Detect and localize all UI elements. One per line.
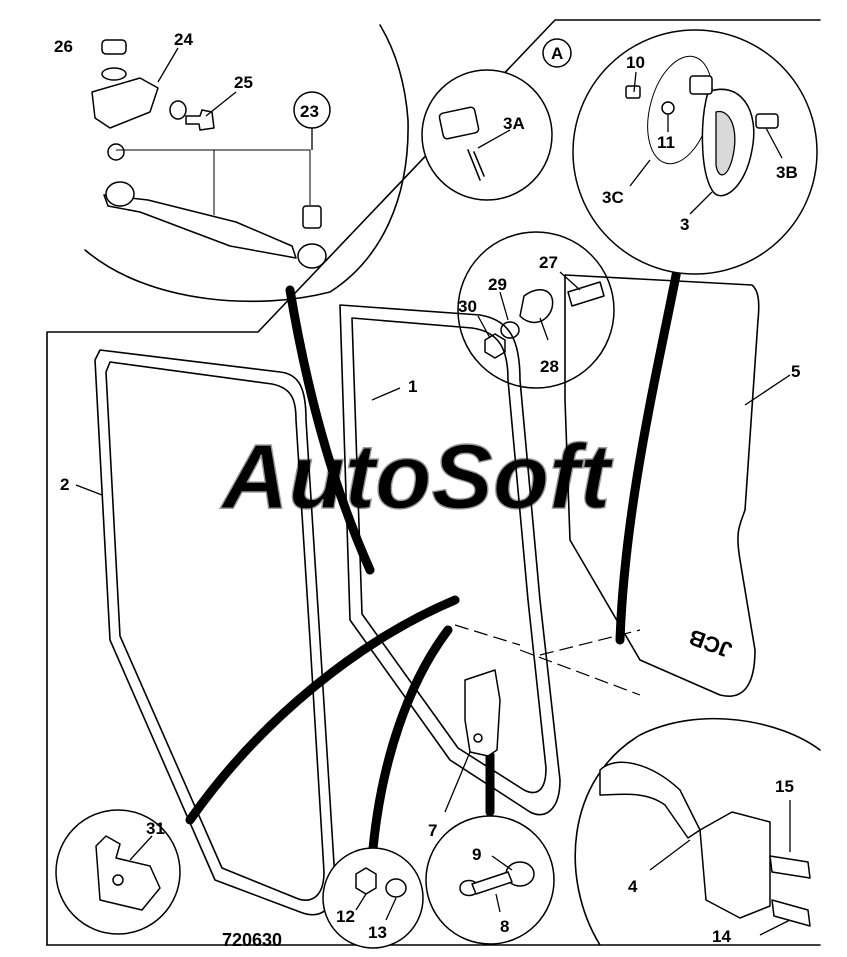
nut-12	[355, 867, 377, 895]
detail-key	[421, 69, 553, 201]
clip-28	[519, 289, 554, 324]
callout-27: 27	[539, 253, 558, 272]
callout-26: 26	[54, 37, 73, 56]
callout-31: 31	[146, 819, 165, 838]
callout-3: 3	[680, 215, 689, 234]
handle-housing	[699, 811, 771, 919]
handle-4	[599, 761, 701, 839]
callout-12: 12	[336, 907, 355, 926]
screw-15	[769, 855, 811, 879]
callout-11: 11	[657, 133, 675, 152]
callout-8: 8	[500, 917, 509, 936]
callout-9: 9	[472, 845, 481, 864]
screw-10	[625, 85, 641, 99]
barrel-3B	[755, 113, 779, 129]
callout-23: 23	[300, 102, 319, 121]
bolt-27	[567, 281, 605, 307]
latch-bracket-7	[444, 669, 501, 813]
callout-13: 13	[368, 923, 387, 942]
detail-handle	[574, 717, 821, 946]
door-frame-1	[339, 304, 561, 816]
callout-24: 24	[174, 30, 193, 49]
bolt-8	[471, 871, 513, 895]
explode-lines	[454, 624, 641, 696]
callout-3c: 3C	[602, 188, 624, 207]
glass-logo: JCB	[685, 624, 735, 663]
washer-26	[101, 67, 127, 81]
detail-gas-strut	[84, 24, 409, 303]
callout-25: 25	[234, 73, 253, 92]
detail-hinge-bolt	[457, 231, 615, 389]
callout-3b: 3B	[776, 163, 798, 182]
callout-1: 1	[408, 377, 417, 396]
view-a-marker	[542, 38, 572, 68]
watermark: AutoSoft	[220, 426, 614, 528]
washer-13	[385, 878, 407, 898]
bracket-24	[91, 77, 159, 129]
nut-26	[101, 39, 127, 55]
callout-30: 30	[458, 297, 477, 316]
callout-4: 4	[628, 877, 638, 896]
callout-3a: 3A	[503, 114, 525, 133]
border-frame	[46, 19, 821, 946]
detail-lock-view-a	[542, 29, 818, 275]
drawing-number: 720630	[222, 930, 282, 950]
latch-31	[95, 835, 161, 911]
callout-labels: 1 2 3 3A 3B 3C 4 5 7 8 9 10 11 12 13 14 …	[54, 30, 800, 950]
callout-14: 14	[712, 927, 731, 946]
callout-29: 29	[488, 275, 507, 294]
key-3A	[438, 106, 480, 140]
callout-10: 10	[626, 53, 645, 72]
callout-7: 7	[428, 821, 437, 840]
detail-bolt-washer	[425, 815, 555, 945]
screw-14	[771, 899, 811, 927]
callout-15: 15	[775, 777, 794, 796]
washer-11	[661, 101, 675, 115]
callout-28: 28	[540, 357, 559, 376]
strut-body	[103, 194, 297, 259]
detail-nut-washer	[322, 847, 424, 949]
washer-25	[169, 100, 187, 120]
callout-5: 5	[791, 362, 800, 381]
detail-latch-31	[55, 809, 181, 935]
callout-2: 2	[60, 475, 69, 494]
view-label-a: A	[551, 44, 563, 63]
